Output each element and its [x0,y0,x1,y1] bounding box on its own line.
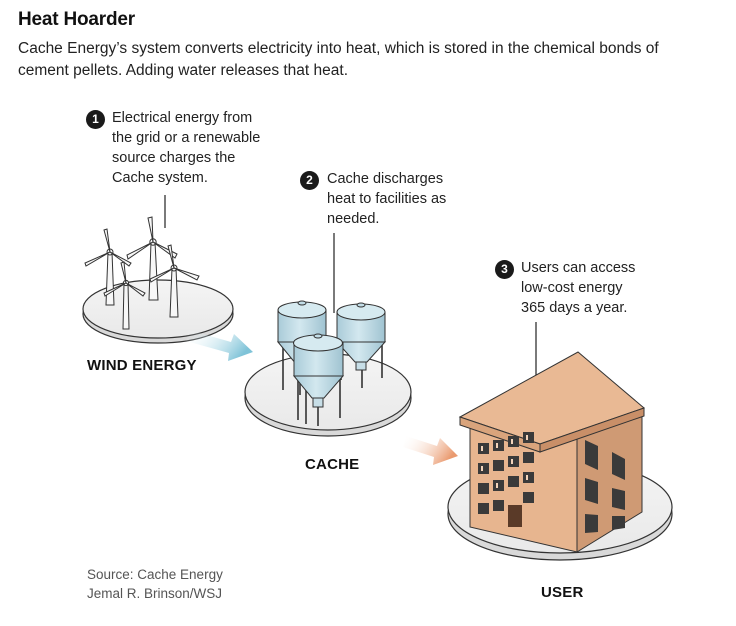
wind-energy-label: WIND ENERGY [87,357,197,374]
step-3-text: Users can access low-cost energy 365 day… [521,260,636,316]
page-title: Heat Hoarder [18,9,135,30]
cache-silos [276,300,387,426]
wind-platform [82,279,234,344]
step-2-badge: 2 [300,171,319,190]
source-credit: Source: Cache Energy [87,567,223,582]
arrow-cache-to-user [403,436,458,465]
arrow-wind-to-cache [186,330,253,361]
step-1-text: Electrical energy from the grid or a ren… [112,110,261,186]
page-subtitle: Cache Energy’s system converts electrici… [18,40,659,79]
credits: Source: Cache Energy Jemal R. Brinson/WS… [87,565,223,603]
wind-turbines [84,216,200,330]
step-1-badge: 1 [86,110,105,129]
author-credit: Jemal R. Brinson/WSJ [87,586,223,601]
step-2-text: Cache discharges heat to facilities as n… [327,171,447,227]
user-label: USER [541,584,584,601]
user-building [458,351,645,553]
cache-label: CACHE [305,456,360,473]
step-3-badge: 3 [495,260,514,279]
